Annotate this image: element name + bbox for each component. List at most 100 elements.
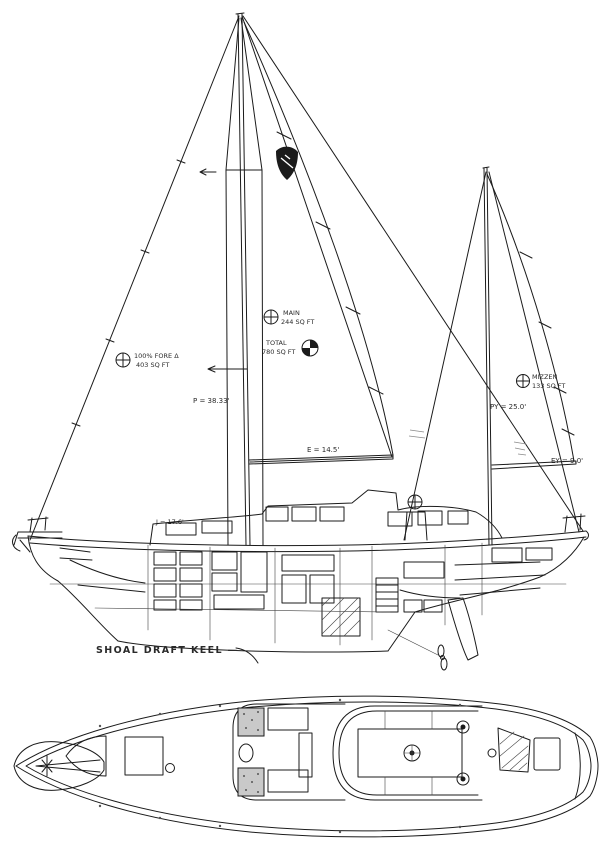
- helm-console: [404, 494, 428, 541]
- total-label: TOTAL 780 SQ FT: [262, 339, 319, 357]
- winch: [456, 720, 470, 734]
- v-berth: [59, 547, 146, 593]
- mizzen-sail: [486, 173, 577, 470]
- stanchion-dots: [98, 698, 462, 834]
- cockpit-coaming-outer: [332, 705, 483, 801]
- deck-vent: [165, 763, 175, 773]
- forward-hatch: [65, 735, 107, 777]
- dimension-ey: EY = 9.0': [551, 457, 583, 465]
- mizzen-mast: [482, 166, 493, 546]
- centerline-hatch: [238, 743, 254, 763]
- fore-triangle-area: 403 SQ FT: [136, 361, 169, 369]
- saloon-furniture: [211, 551, 335, 610]
- bow-platform-plan: [13, 741, 105, 791]
- cabin-profile: [149, 489, 503, 546]
- stern-pulpit: [562, 513, 586, 533]
- mizzen-label: MIZZEN 133 SQ FT: [516, 373, 565, 390]
- keel-aft-face: [387, 611, 416, 652]
- backstay: [242, 15, 584, 532]
- propeller-hub: [440, 655, 445, 660]
- deck-structures: [149, 489, 503, 546]
- counter: [414, 536, 585, 613]
- cabin-window: [291, 506, 317, 522]
- cockpit-coaming-inner: [338, 710, 479, 796]
- total-center-icon: [301, 339, 319, 357]
- seat-dividers: [384, 710, 433, 796]
- fore-triangle-label: 100% FORE Δ 403 SQ FT: [115, 352, 179, 369]
- topping-lift: [241, 15, 393, 458]
- locker-grid: [153, 551, 203, 611]
- transom: [583, 530, 589, 541]
- mizzen-backstay: [488, 171, 580, 533]
- foredeck-fittings: [65, 735, 175, 777]
- cabin-window: [201, 520, 233, 534]
- sail-plan-view: 100% FORE Δ 403 SQ FT MAIN 244 SQ FT TOT…: [12, 12, 589, 671]
- bow-platform: [12, 531, 63, 553]
- mizzen-mast-plan: [487, 748, 497, 758]
- forefoot: [57, 580, 119, 642]
- cabin-window: [165, 522, 197, 536]
- standing-rigging: [29, 15, 584, 546]
- winch: [456, 772, 470, 786]
- engine-box: [321, 597, 361, 637]
- aft-cabin-window: [447, 510, 469, 525]
- cabin-window: [319, 506, 345, 522]
- cabin-sole: [94, 607, 391, 613]
- bow-pulpit: [27, 516, 49, 533]
- interior-details: [59, 542, 553, 646]
- mizzen-boom: [491, 460, 577, 470]
- center-of-effort-icon: [263, 309, 279, 325]
- cabin-skylight: [267, 707, 309, 731]
- toe-rail: [25, 701, 592, 832]
- cockpit-well: [357, 728, 463, 778]
- main-area: 244 SQ FT: [281, 318, 314, 326]
- keel-callout: SHOAL DRAFT KEEL —: [96, 645, 259, 664]
- main-label: MAIN 244 SQ FT: [263, 309, 314, 326]
- steering-wheel: [403, 744, 421, 762]
- sail-emblem-shield-icon: [276, 146, 298, 180]
- mizzen-battens: [519, 251, 575, 436]
- stbd-shroud: [240, 17, 264, 546]
- transom-arc: [574, 732, 581, 800]
- cockpit-plan: [332, 705, 497, 801]
- deck-plan-hull: [15, 695, 599, 838]
- hull-outline: [15, 695, 599, 838]
- mainsail: [243, 21, 394, 465]
- mizzen-name: MIZZEN: [532, 373, 558, 381]
- aft-cabin-furniture: [399, 547, 553, 613]
- small-annotation-marks: [408, 429, 527, 456]
- stem: [27, 535, 59, 582]
- dimension-arrows: [199, 168, 248, 373]
- deck-hatch: [124, 736, 164, 776]
- cabin-trunk-plan: [232, 703, 346, 801]
- keel-bottom: [117, 640, 389, 653]
- main-boom: [248, 454, 394, 465]
- cabin-window: [265, 506, 289, 522]
- center-of-effort-icon: [516, 374, 530, 388]
- stippled-panel: [237, 707, 265, 737]
- main-mast: [235, 12, 251, 546]
- forestay: [29, 15, 240, 541]
- hatch-lines: [499, 731, 529, 771]
- port-shroud: [225, 17, 240, 546]
- total-name: TOTAL: [265, 339, 287, 347]
- dimension-e: E = 14.5': [307, 446, 339, 454]
- sheer-line: [27, 530, 587, 547]
- cabin-skylight: [267, 769, 309, 793]
- keel-leader-line: [235, 647, 259, 664]
- rudder: [447, 597, 479, 661]
- aft-cabin-window: [417, 510, 443, 526]
- stippled-panel: [237, 767, 265, 797]
- total-area: 780 SQ FT: [262, 348, 295, 356]
- main-name: MAIN: [283, 309, 300, 317]
- keel-label: SHOAL DRAFT KEEL —: [96, 645, 239, 656]
- companionway-ladder: [375, 577, 399, 613]
- aft-deck-plan: [497, 727, 561, 773]
- dimension-p: P = 38.33': [193, 397, 230, 405]
- center-of-effort-icon: [115, 352, 131, 368]
- prop-shaft: [387, 629, 439, 656]
- hull-profile: [12, 513, 589, 671]
- luff-hank-ticks: [71, 159, 186, 427]
